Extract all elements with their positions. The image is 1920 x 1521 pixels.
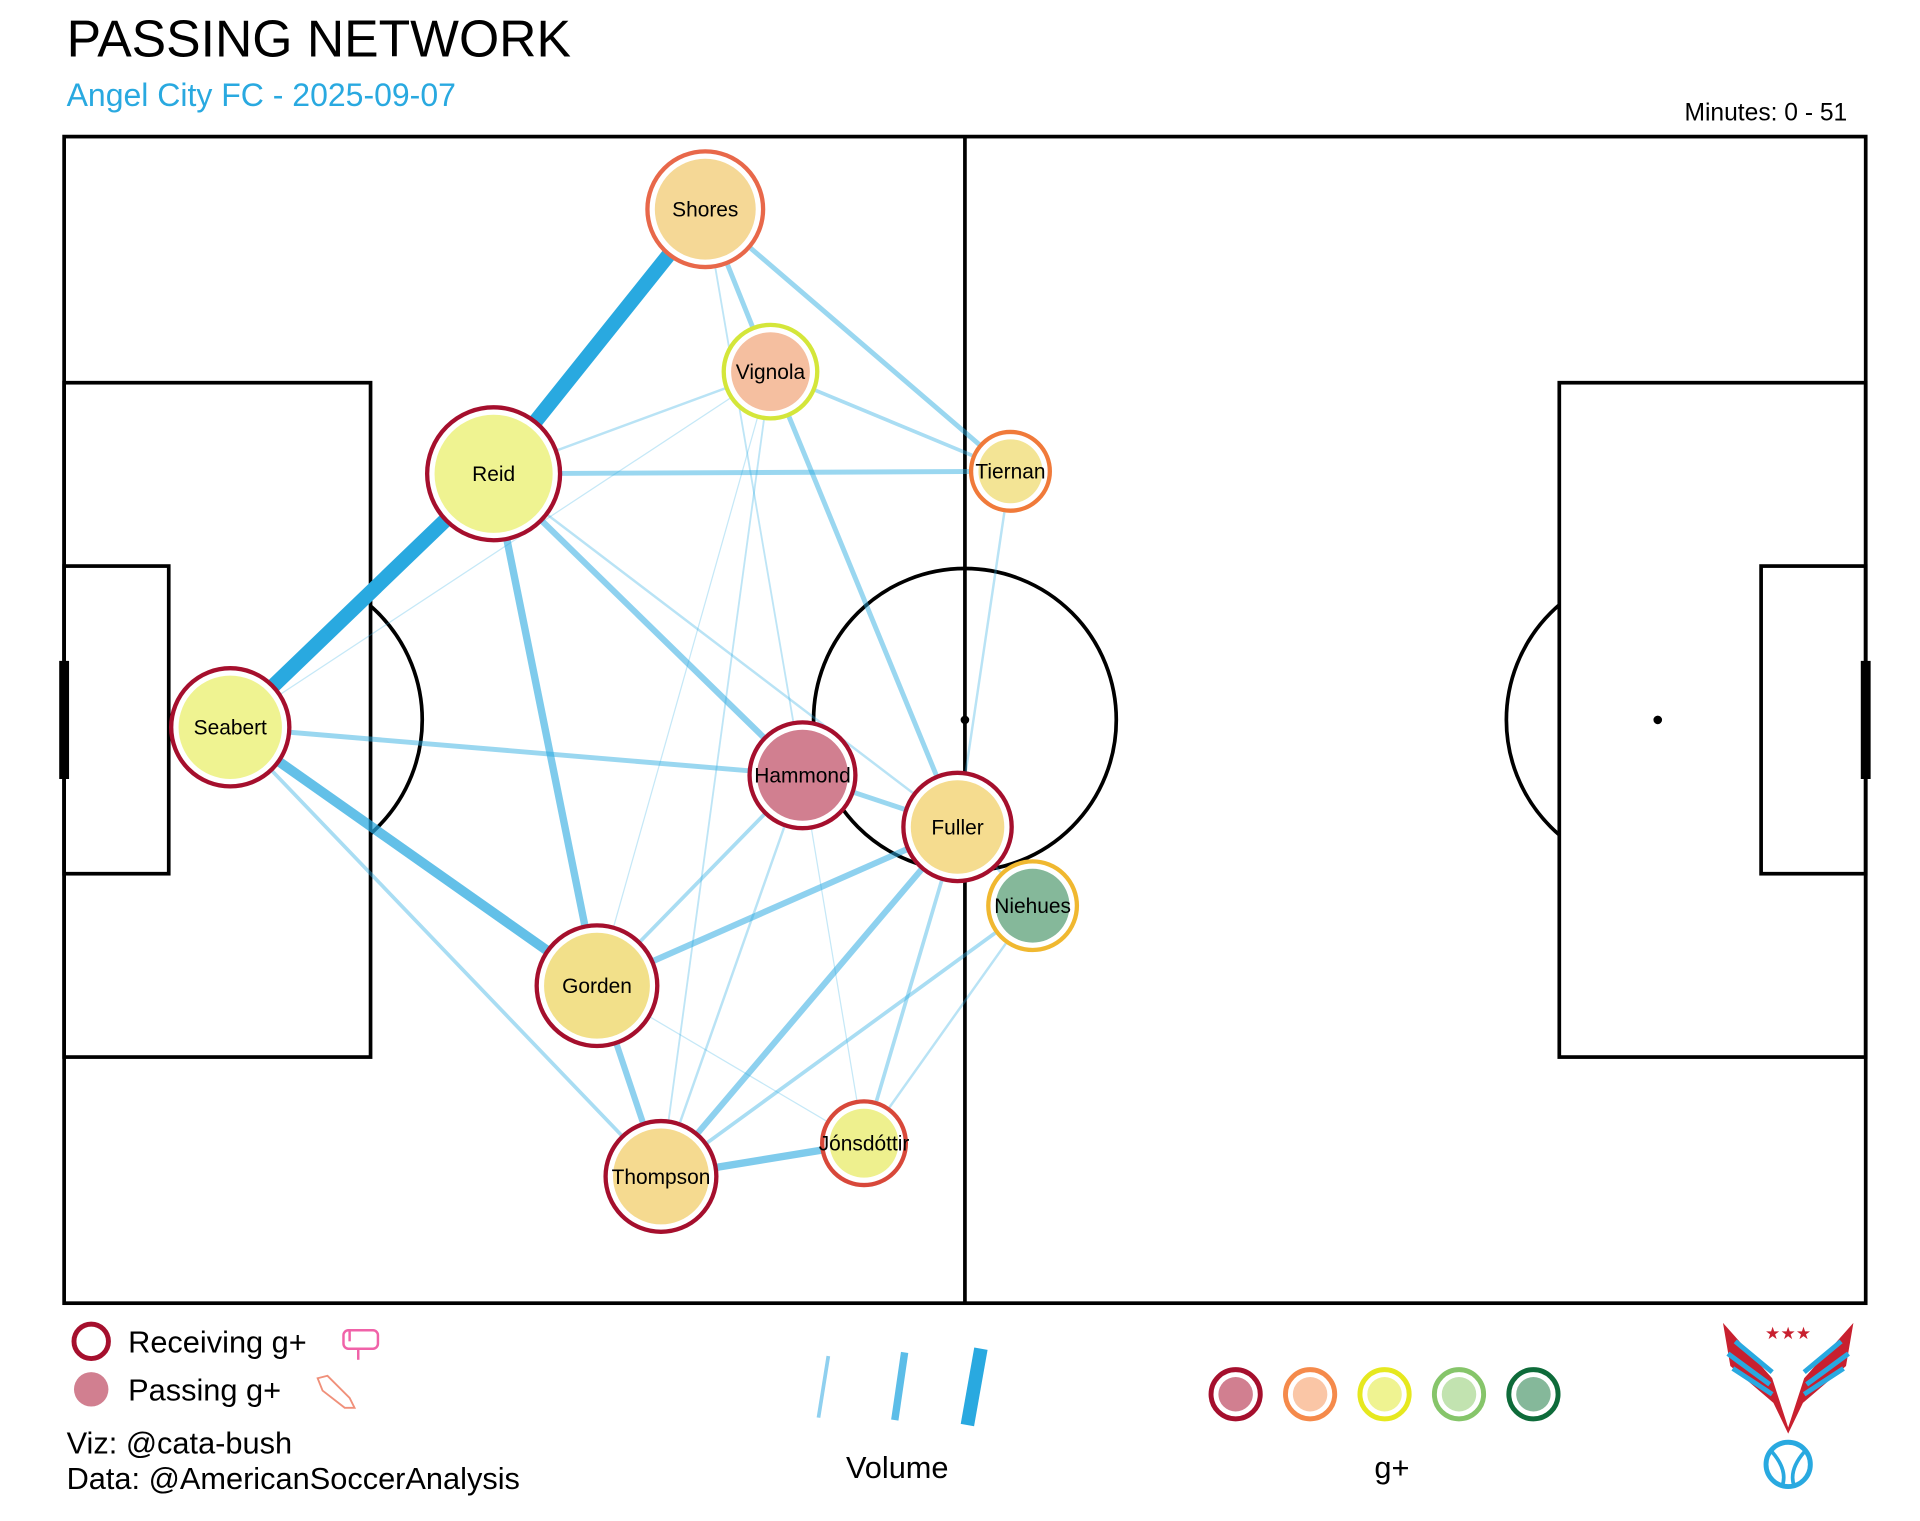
player-node: Jónsdóttir — [819, 1099, 910, 1188]
gplus-label: g+ — [1374, 1450, 1409, 1485]
mailbox-icon — [342, 1329, 380, 1360]
pass-edge-vignola-thompson — [660, 371, 772, 1177]
passing-fill — [829, 1108, 899, 1178]
pass-edge-seabert-hammond — [230, 724, 803, 778]
pass-edge-reid-hammond — [491, 471, 805, 778]
passing-fill-icon — [73, 1372, 109, 1407]
pass-edge-gorden-fuller — [595, 824, 959, 989]
pass-edge-hammond-jónsdóttir — [801, 775, 865, 1144]
receiving-ring-icon — [71, 1321, 111, 1362]
player-node: Fuller — [901, 770, 1014, 884]
minutes-label: Minutes: 0 - 51 — [1684, 100, 1847, 127]
left-penalty-arc — [370, 603, 425, 837]
pitch — [59, 134, 1871, 1306]
volume-legend: Volume — [816, 1347, 988, 1485]
pass-edge-jónsdóttir-niehues — [863, 904, 1034, 1144]
player-name: Fuller — [931, 816, 983, 839]
credit-data: Data: @AmericanSoccerAnalysis — [67, 1461, 520, 1496]
pass-edge-shores-hammond — [704, 209, 804, 776]
subtitle: Angel City FC - 2025-09-07 — [67, 77, 456, 113]
legend-receiving: Receiving g+ — [71, 1321, 380, 1362]
pass-edge-vignola-fuller — [768, 370, 960, 828]
gplus-scale-fill — [1367, 1377, 1402, 1412]
right-penalty-spot — [1653, 715, 1663, 725]
gplus-scale-fill — [1441, 1377, 1477, 1412]
pass-edge-seabert-vignola — [229, 371, 771, 728]
receiving-label: Receiving g+ — [128, 1324, 307, 1359]
player-node: Seabert — [169, 666, 292, 789]
player-name: Reid — [472, 463, 515, 486]
player-name: Seabert — [194, 717, 267, 740]
passing-label: Passing g+ — [128, 1372, 281, 1407]
player-name: Tiernan — [975, 461, 1045, 484]
volume-low-mark — [816, 1355, 831, 1418]
center-spot — [960, 715, 970, 725]
right-penalty-box — [1557, 380, 1868, 1059]
page-title: PASSING NETWORK — [67, 10, 571, 68]
right-six-yard-box — [1759, 564, 1868, 876]
pass-edge-hammond-thompson — [659, 774, 804, 1177]
volume-label: Volume — [846, 1450, 949, 1485]
passing-fill — [434, 414, 553, 533]
passing-fill — [995, 868, 1070, 943]
pass-edge-seabert-thompson — [228, 725, 663, 1178]
gplus-scale-fill — [1516, 1377, 1551, 1412]
right-penalty-arc — [1504, 602, 1560, 838]
pass-edge-reid-gorden — [489, 473, 601, 987]
passing-fill — [731, 332, 810, 412]
credit-viz: Viz: @cata-bush — [67, 1425, 293, 1460]
asa-logo: ★★★ — [1722, 1323, 1854, 1490]
pass-edge-thompson-niehues — [659, 904, 1034, 1178]
passing-fill — [178, 675, 282, 779]
player-node: Tiernan — [968, 429, 1052, 513]
legend-passing: Passing g+ — [73, 1372, 357, 1409]
left-six-yard-box — [62, 564, 171, 876]
player-node: Hammond — [747, 720, 858, 831]
player-name: Jónsdóttir — [819, 1133, 910, 1156]
player-name: Thompson — [612, 1166, 711, 1189]
pass-edge-shores-tiernan — [703, 207, 1013, 474]
gplus-scale-fill — [1292, 1377, 1328, 1412]
gplus-scale-fill — [1218, 1377, 1253, 1412]
passing-fill — [910, 780, 1005, 874]
pass-edge-tiernan-fuller — [956, 471, 1012, 828]
svg-text:★★★: ★★★ — [1765, 1323, 1811, 1343]
volume-mid-mark — [891, 1351, 909, 1421]
player-node: Niehues — [986, 859, 1080, 953]
player-node: Shores — [645, 149, 766, 270]
player-name: Vignola — [736, 361, 806, 384]
passing-fill — [654, 158, 756, 260]
passing-fill — [612, 1128, 709, 1225]
pass-edge-reid-tiernan — [493, 468, 1011, 477]
pass-edge-seabert-gorden — [227, 723, 600, 990]
pass-edge-thompson-fuller — [658, 824, 960, 1179]
pass-edge-reid-fuller — [492, 472, 959, 828]
player-node: Gorden — [534, 923, 660, 1049]
player-name: Hammond — [754, 765, 850, 788]
player-node: Thompson — [603, 1118, 719, 1234]
player-name: Shores — [672, 199, 738, 222]
gplus-legend: g+ — [1208, 1367, 1561, 1485]
pass-edge-gorden-vignola — [596, 371, 772, 986]
passing-fill — [544, 932, 650, 1039]
player-name: Niehues — [994, 895, 1071, 918]
player-node: Vignola — [721, 322, 820, 421]
passing-fill — [978, 439, 1043, 504]
player-name: Gorden — [562, 975, 632, 998]
passing-fill — [756, 729, 849, 821]
player-node: Reid — [425, 405, 563, 543]
volume-high-mark — [960, 1347, 988, 1427]
cleat-icon — [316, 1374, 357, 1409]
